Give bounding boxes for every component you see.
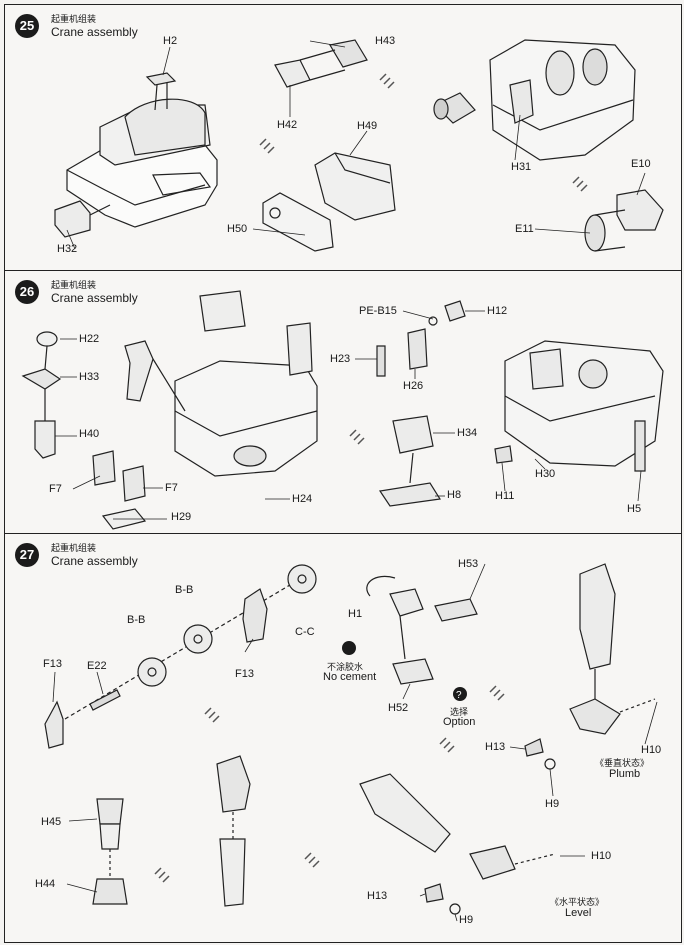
part-label: H10 bbox=[591, 850, 612, 862]
part-label: H32 bbox=[57, 243, 78, 255]
no-cement-icon bbox=[342, 641, 356, 655]
step-27: 27 起重机组装 Crane assembly bbox=[5, 533, 681, 943]
step-26-diagram bbox=[21, 290, 664, 530]
step-title-cn: 起重机组装 bbox=[51, 15, 97, 25]
part-label: H45 bbox=[41, 816, 62, 828]
part-label: F13 bbox=[235, 668, 254, 680]
step-title-cn: 起重机组装 bbox=[51, 544, 97, 554]
part-label: H5 bbox=[627, 503, 642, 515]
part-label: H9 bbox=[545, 798, 560, 810]
section-label: B-B bbox=[127, 614, 146, 626]
part-label: E10 bbox=[631, 158, 651, 170]
part-label: H31 bbox=[511, 161, 532, 173]
step-number: 25 bbox=[15, 14, 39, 38]
part-label: H10 bbox=[641, 744, 662, 756]
no-cement-en: No cement bbox=[323, 671, 377, 683]
part-label: PE-B15 bbox=[359, 305, 397, 317]
part-label: E11 bbox=[515, 223, 534, 235]
no-cement-cn: 不涂胶水 bbox=[327, 662, 364, 672]
level-cn: 《水平状态》 bbox=[550, 897, 605, 907]
instruction-page: 25 起重机组装 Crane assembly bbox=[4, 4, 682, 943]
svg-text:?: ? bbox=[456, 690, 462, 701]
step-number: 26 bbox=[15, 280, 39, 304]
part-label: H42 bbox=[277, 119, 298, 131]
part-label: H9 bbox=[459, 914, 474, 926]
step-title-en: Crane assembly bbox=[51, 554, 138, 568]
option-icon bbox=[453, 687, 467, 701]
part-label: H26 bbox=[403, 380, 424, 392]
option-en: Option bbox=[443, 716, 476, 728]
part-label: H43 bbox=[375, 35, 396, 47]
part-label: H22 bbox=[79, 333, 100, 345]
plumb-en: Plumb bbox=[609, 768, 641, 780]
part-label: H30 bbox=[535, 468, 556, 480]
part-label: H8 bbox=[447, 489, 462, 501]
plumb-cn: 《垂直状态》 bbox=[595, 758, 650, 768]
part-label: H33 bbox=[79, 371, 100, 383]
part-label: H53 bbox=[458, 558, 479, 570]
step-title-en: Crane assembly bbox=[51, 25, 138, 39]
part-label: F7 bbox=[165, 482, 178, 494]
level-en: Level bbox=[565, 907, 592, 919]
part-label: H13 bbox=[367, 890, 388, 902]
part-label: F13 bbox=[43, 658, 62, 670]
part-label: H34 bbox=[457, 427, 478, 439]
part-label: E22 bbox=[87, 660, 107, 672]
part-label: H13 bbox=[485, 741, 506, 753]
step-27-diagram: ? bbox=[44, 563, 658, 922]
part-label: H12 bbox=[487, 305, 508, 317]
part-label: H24 bbox=[292, 493, 313, 505]
step-25-diagram bbox=[54, 39, 664, 252]
part-label: H1 bbox=[348, 608, 363, 620]
step-25: 25 起重机组装 Crane assembly bbox=[5, 5, 681, 269]
part-label: H23 bbox=[330, 353, 351, 365]
part-label: H11 bbox=[495, 490, 515, 502]
part-label: H44 bbox=[35, 878, 56, 890]
part-label: F7 bbox=[49, 483, 62, 495]
part-label: H49 bbox=[357, 120, 378, 132]
step-26: 26 起重机组装 Crane assembly bbox=[5, 270, 681, 533]
part-label: H29 bbox=[171, 511, 192, 523]
part-label: H40 bbox=[79, 428, 100, 440]
part-label: H50 bbox=[227, 223, 248, 235]
step-title-en: Crane assembly bbox=[51, 291, 138, 305]
step-number: 27 bbox=[15, 543, 39, 567]
option-cn: 选择 bbox=[450, 707, 469, 717]
part-label: H52 bbox=[388, 702, 409, 714]
section-label: B-B bbox=[175, 584, 194, 596]
section-label: C-C bbox=[295, 626, 315, 638]
step-title-cn: 起重机组装 bbox=[51, 281, 97, 291]
part-label: H2 bbox=[163, 35, 178, 47]
